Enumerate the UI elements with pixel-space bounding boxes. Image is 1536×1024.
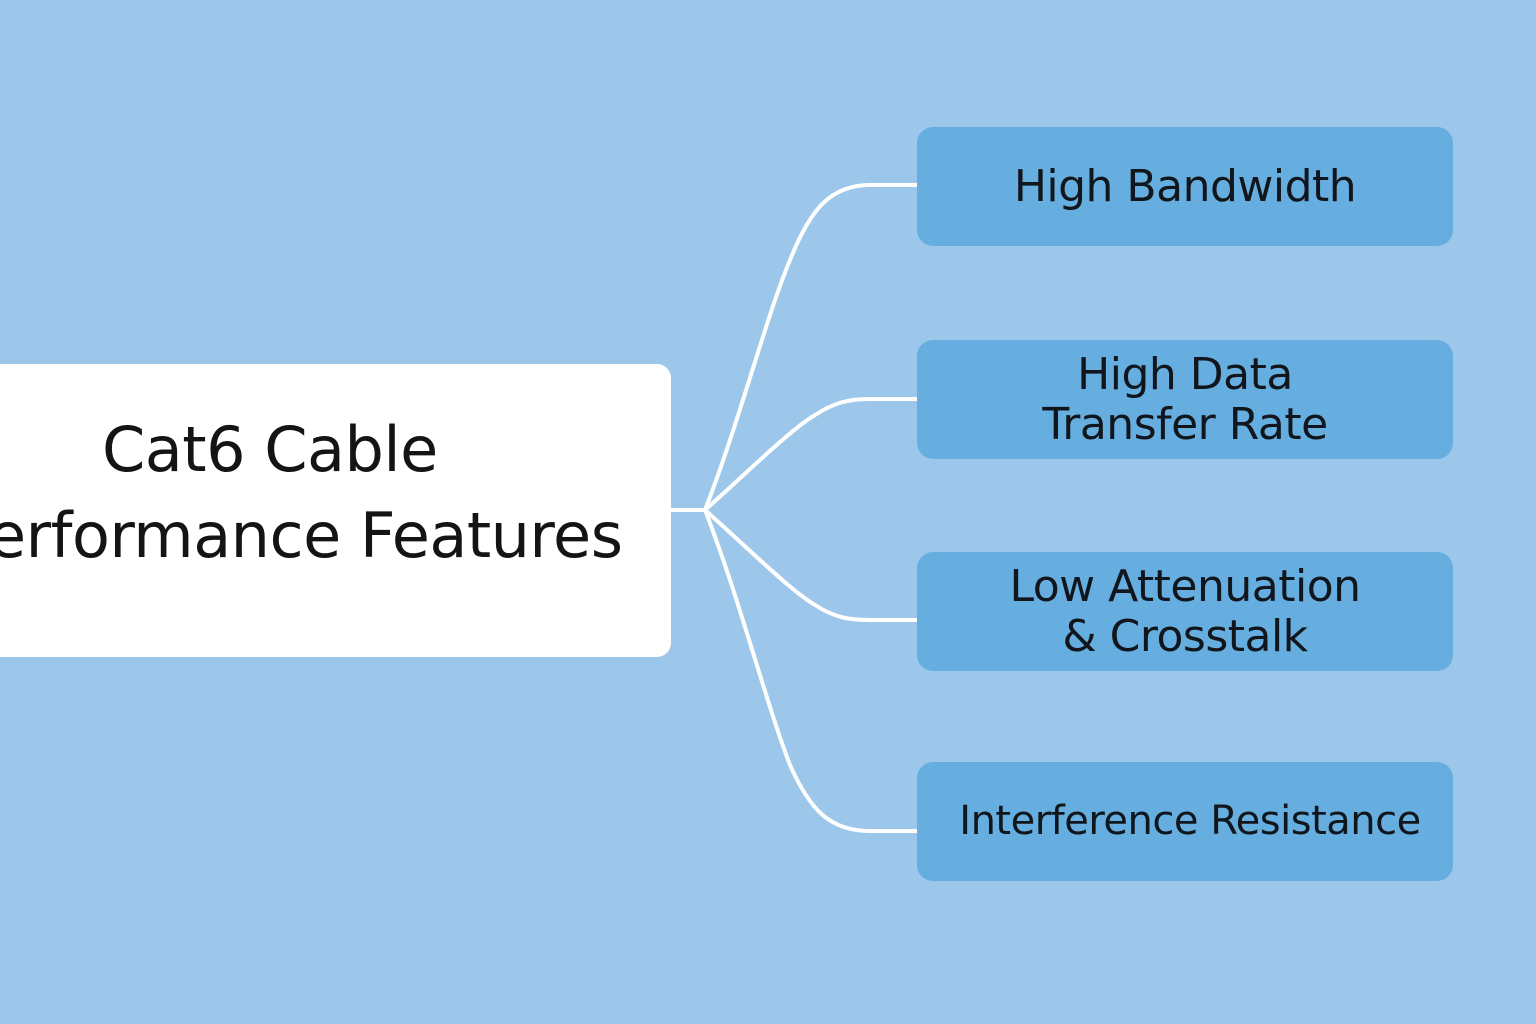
feature-node-attenuation-crosstalk: Low Attenuation & Crosstalk [917, 552, 1453, 671]
central-topic-line-2: erformance Features [0, 499, 623, 572]
connector-data-transfer-rate [703, 397, 920, 512]
central-topic-line-1: Cat6 Cable [102, 413, 438, 486]
connector-high-bandwidth [703, 183, 920, 512]
feature-label-line-1: Low Attenuation [1009, 561, 1361, 613]
feature-label-line-2: & Crosstalk [1062, 610, 1308, 662]
feature-node-data-transfer-rate: High Data Transfer Rate [917, 340, 1453, 459]
connector-interference-resistance [703, 508, 920, 833]
feature-label-line-2: Transfer Rate [1042, 398, 1328, 450]
feature-label: High Bandwidth [1013, 160, 1357, 212]
central-topic-node: Cat6 Cable erformance Features [0, 364, 671, 657]
connector-attenuation-crosstalk [703, 508, 920, 622]
feature-node-interference-resistance: Interference Resistance [917, 762, 1453, 881]
feature-label-line-1: High Data [1077, 349, 1293, 401]
feature-label: Interference Resistance [959, 798, 1421, 845]
feature-node-high-bandwidth: High Bandwidth [917, 127, 1453, 246]
